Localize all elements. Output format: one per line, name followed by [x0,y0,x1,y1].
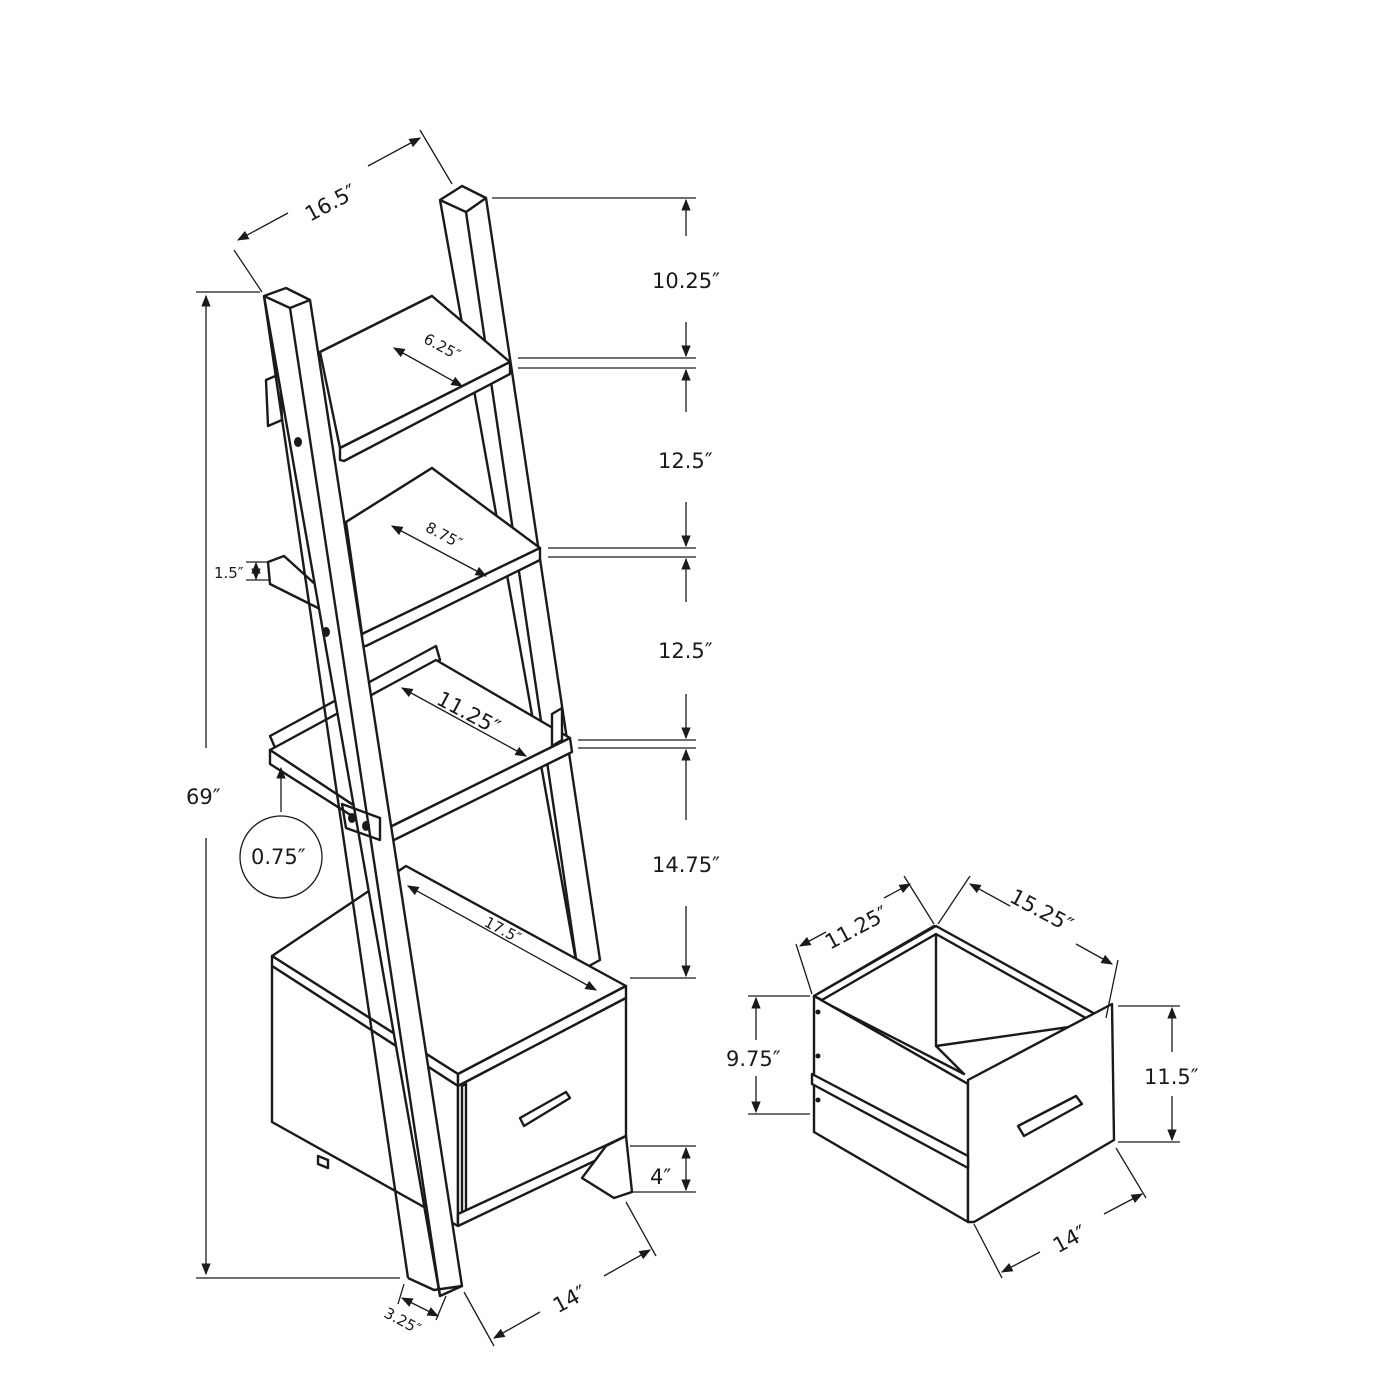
dim-vertical-chain: 10.25″ 12.5″ 12.5″ 14.75″ 4″ [492,197,720,1193]
drawer-inner-depth-label: 11.25″ [821,901,892,954]
top-gap-label: 10.25″ [652,269,720,293]
dim-rail-width: 3.25″ [381,1283,447,1338]
front-rail [262,286,464,1298]
overall-height-label: 69″ [186,785,221,809]
cabinet-depth-label: 14″ [549,1280,591,1317]
leg-height-label: 4″ [650,1165,671,1189]
drawer-side-height-label: 9.75″ [726,1047,781,1071]
dim-shelf-lip: 1.5″ [214,561,270,582]
drawer-front-height-label: 11.5″ [1144,1065,1199,1089]
dim-drawer-front-height: 11.5″ [1118,1005,1199,1143]
shelf-thickness-label: 0.75″ [251,845,306,869]
dim-drawer-side-height: 9.75″ [726,995,810,1115]
drawer-inner-width-label: 15.25″ [1006,884,1077,937]
shelf1-shelf2-gap-label: 12.5″ [658,449,713,473]
dim-shelf-thickness: 0.75″ [239,766,323,899]
shelf3-cabinet-gap-label: 14.75″ [652,853,720,877]
shelf2-shelf3-gap-label: 12.5″ [658,639,713,663]
drawer-front-width-label: 14″ [1049,1220,1091,1257]
rail-width-label: 3.25″ [381,1304,424,1338]
overall-depth-label: 16.5″ [301,179,361,226]
bookcase-drawing: 6.25″ 8.75″ 11.25″ [186,129,720,1347]
dim-overall-height: 69″ [186,291,400,1279]
dim-overall-depth: 16.5″ [233,129,453,293]
shelf-lip-label: 1.5″ [214,564,244,582]
dim-cabinet-depth: 14″ [463,1201,657,1347]
drawer-drawing: 11.25″ 15.25″ 9.75″ 11.5″ [726,875,1199,1279]
